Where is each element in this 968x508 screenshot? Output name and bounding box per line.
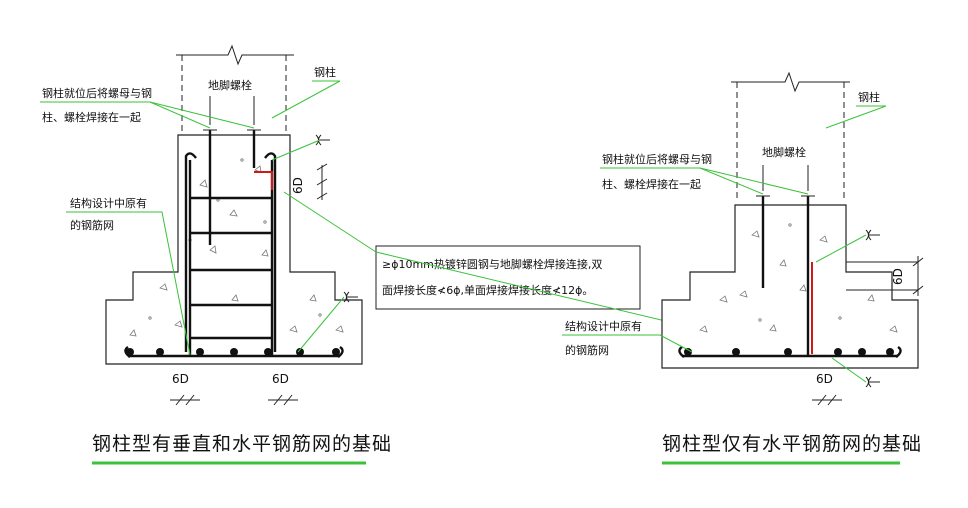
left-weld-sym-leader-a bbox=[271, 139, 321, 161]
left-weld-bar bbox=[254, 171, 273, 190]
right-anchor-bolts bbox=[756, 165, 815, 355]
right-anchor-bolt-label: 地脚螺栓 bbox=[762, 145, 806, 159]
left-concrete-footing bbox=[105, 134, 363, 365]
right-weld-sym-leader-b bbox=[831, 357, 867, 383]
left-weld-note-line1: 钢柱就位后将螺母与钢 bbox=[42, 86, 152, 100]
left-mesh-note-line2: 的钢筋网 bbox=[70, 218, 114, 232]
right-dim-6d-side: 6D bbox=[846, 256, 924, 296]
left-weld-note-line2: 柱、螺栓焊接在一起 bbox=[42, 110, 141, 124]
left-mesh-note-line1: 结构设计中原有 bbox=[70, 196, 147, 210]
left-anchor-bolts bbox=[203, 96, 261, 245]
left-weld-leader-b bbox=[149, 101, 255, 129]
left-horizontal-rebar-mesh bbox=[124, 346, 344, 358]
right-weld-leader-b bbox=[699, 167, 809, 195]
left-dim-6d-bottom-b: 6D bbox=[272, 372, 289, 386]
center-note-line2: 面焊接长度≮6ϕ,单面焊接焊接长度≮12ϕ。 bbox=[382, 283, 593, 297]
center-leader-left bbox=[283, 191, 377, 253]
right-dim-6d-bottom: 6D bbox=[812, 372, 842, 406]
right-foundation-detail: 6D 6D 钢柱 地脚螺栓 钢柱就位后将螺母与钢 柱、螺栓焊接在一起 结构设计中… bbox=[562, 71, 924, 406]
right-column-label: 钢柱 bbox=[858, 90, 880, 104]
center-note: ≥ϕ10mm热镀锌圆钢与地脚螺栓焊接连接,双 面焊接长度≮6ϕ,单面焊接焊接长度… bbox=[283, 191, 813, 357]
right-weld-note-line1: 钢柱就位后将螺母与钢 bbox=[602, 152, 712, 166]
center-note-line1: ≥ϕ10mm热镀锌圆钢与地脚螺栓焊接连接,双 bbox=[382, 257, 602, 271]
right-concrete-specks bbox=[699, 223, 898, 333]
left-dim-6d-bottom-a: 6D bbox=[172, 372, 189, 386]
right-weld-note-line2: 柱、螺栓焊接在一起 bbox=[602, 177, 701, 191]
left-anchor-bolt-label: 地脚螺栓 bbox=[208, 78, 252, 92]
left-steel-column bbox=[176, 44, 294, 135]
right-dim-6d-bottom-text: 6D bbox=[816, 372, 833, 386]
left-caption: 钢柱型有垂直和水平钢筋网的基础 bbox=[92, 433, 392, 455]
right-column-leader bbox=[825, 105, 887, 129]
left-dim-6d-side-text: 6D bbox=[291, 177, 305, 194]
left-dim-6d-side: 6D bbox=[291, 163, 328, 200]
right-mesh-leader bbox=[562, 334, 693, 353]
left-column-leader bbox=[271, 80, 341, 119]
left-foundation-detail: 6D 6D 6D 钢柱 地脚螺栓 钢柱就位后将螺母与钢 柱、螺栓焊接在一起 结构… bbox=[40, 44, 363, 406]
right-caption: 钢柱型仅有水平钢筋网的基础 bbox=[662, 433, 922, 455]
right-weld-sym-leader-a bbox=[815, 234, 867, 263]
right-horizontal-rebar-mesh bbox=[678, 346, 902, 358]
right-mesh-note-line1: 结构设计中原有 bbox=[565, 319, 642, 333]
right-concrete-footing bbox=[661, 204, 919, 369]
right-mesh-note-line2: 的钢筋网 bbox=[565, 343, 609, 357]
left-mesh-leader bbox=[66, 211, 191, 356]
left-vertical-rebar-cage bbox=[184, 152, 277, 355]
center-note-box bbox=[375, 245, 641, 310]
right-dim-6d-side-text: 6D bbox=[891, 268, 905, 285]
left-dim-6d-bottom: 6D 6D bbox=[170, 372, 298, 406]
left-weld-sym-leader-b bbox=[297, 296, 345, 353]
left-column-label: 钢柱 bbox=[314, 65, 336, 79]
right-steel-column bbox=[731, 71, 850, 202]
right-weld-symbols bbox=[865, 229, 880, 388]
